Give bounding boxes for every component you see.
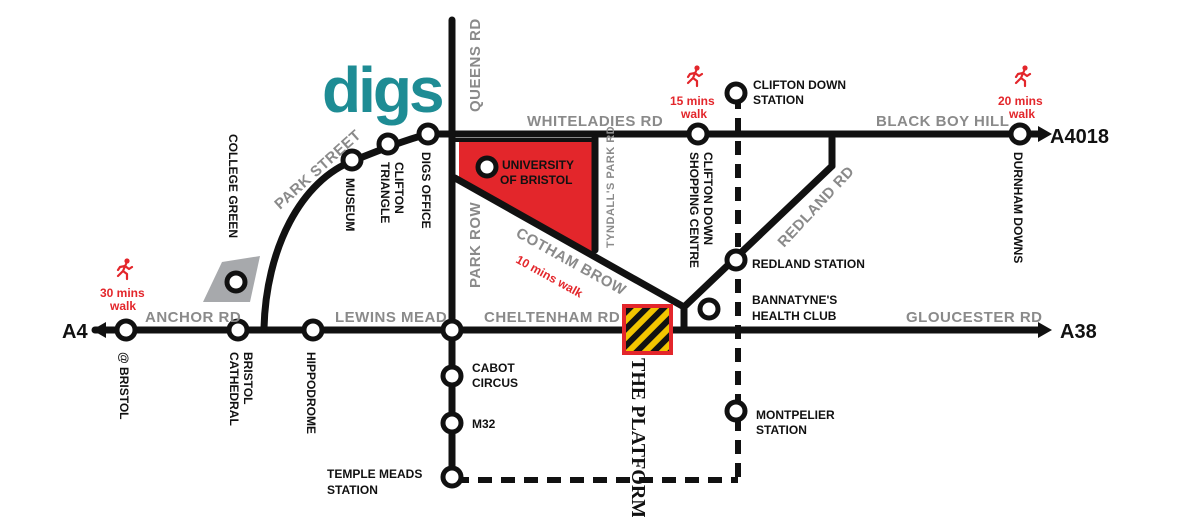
arrow-icon — [92, 322, 106, 338]
label-montpelier-2: STATION — [756, 423, 807, 437]
road-label-lewins-mead: LEWINS MEAD — [335, 309, 447, 326]
label-clifton-down-sc-1: CLIFTON DOWN — [701, 152, 715, 245]
road-label-anchor: ANCHOR RD — [145, 309, 241, 326]
label-museum: MUSEUM — [343, 178, 357, 231]
station-marker-icon[interactable] — [301, 318, 325, 342]
station-marker-icon[interactable] — [224, 270, 248, 294]
station-marker-icon[interactable] — [724, 248, 748, 272]
hatched-platform-icon[interactable] — [622, 304, 673, 355]
walking-person-icon — [116, 257, 134, 281]
walk-20-line2: walk — [1008, 107, 1035, 121]
label-at-bristol: @ BRISTOL — [117, 352, 131, 419]
station-marker-icon[interactable] — [440, 411, 464, 435]
station-marker-icon[interactable] — [340, 148, 364, 172]
station-marker-icon[interactable] — [686, 122, 710, 146]
road-label-tyndalls: TYNDALL'S PARK RD — [605, 126, 617, 248]
label-temple-meads-1: TEMPLE MEADS — [327, 467, 422, 481]
walk-30-line2: walk — [109, 299, 136, 313]
label-university-2: OF BRISTOL — [500, 173, 572, 187]
road-cotham-brow — [451, 174, 688, 311]
label-digs-office: DIGS OFFICE — [419, 152, 433, 229]
station-marker-icon[interactable] — [376, 132, 400, 156]
station-marker-icon[interactable] — [724, 81, 748, 105]
walk-30-line1: 30 mins — [100, 286, 145, 300]
route-a4: A4 — [62, 321, 88, 343]
station-marker-icon[interactable] — [440, 465, 464, 489]
road-park-street — [260, 130, 456, 332]
label-m32: M32 — [472, 417, 496, 431]
label-hippodrome: HIPPODROME — [304, 352, 318, 434]
label-durdham-downs: DURNHAM DOWNS — [1011, 152, 1025, 263]
label-the-platform: THE PLATFORM — [627, 358, 649, 517]
label-bannatynes-2: HEALTH CLUB — [752, 309, 837, 323]
route-a38: A38 — [1060, 321, 1097, 343]
station-marker-icon[interactable] — [114, 318, 138, 342]
station-marker-icon[interactable] — [416, 122, 440, 146]
walk-15-line2: walk — [680, 107, 707, 121]
walking-person-icon — [686, 64, 704, 88]
station-marker-icon[interactable] — [440, 364, 464, 388]
road-redland-diag — [680, 162, 836, 311]
road-label-park-row: PARK ROW — [467, 201, 484, 288]
label-clifton-triangle-1: CLIFTON — [392, 162, 406, 214]
label-montpelier-1: MONTPELIER — [756, 408, 835, 422]
railway-dashed — [455, 95, 741, 483]
label-redland-station: REDLAND STATION — [752, 257, 865, 271]
label-cabot-circus-2: CIRCUS — [472, 376, 518, 390]
roads — [91, 16, 1044, 484]
road-label-gloucester: GLOUCESTER RD — [906, 309, 1043, 326]
station-markers — [114, 81, 1032, 489]
label-bristol-cathedral-2: CATHEDRAL — [227, 352, 241, 426]
walk-20-line1: 20 mins — [998, 94, 1043, 108]
label-college-green: COLLEGE GREEN — [226, 134, 240, 238]
brand-logo: digs — [322, 54, 442, 126]
label-bristol-cathedral-1: BRISTOL — [241, 352, 255, 404]
station-marker-icon[interactable] — [697, 297, 721, 321]
station-marker-icon[interactable] — [475, 155, 499, 179]
road-label-queens: QUEENS RD — [467, 18, 484, 112]
label-clifton-down-station-2: STATION — [753, 93, 804, 107]
label-bannatynes-1: BANNATYNE'S — [752, 293, 837, 307]
label-clifton-down-station-1: CLIFTON DOWN — [753, 78, 846, 92]
road-label-black-boy-hill: BLACK BOY HILL — [876, 113, 1009, 130]
route-a4018: A4018 — [1050, 126, 1109, 148]
label-cabot-circus-1: CABOT — [472, 361, 515, 375]
arrow-icon — [1038, 126, 1052, 142]
arrow-icon — [1038, 322, 1052, 338]
label-university-1: UNIVERSITY — [502, 158, 574, 172]
label-temple-meads-2: STATION — [327, 483, 378, 497]
label-clifton-triangle-2: TRIANGLE — [378, 162, 392, 223]
walking-person-icon — [1014, 64, 1032, 88]
label-clifton-down-sc-2: SHOPPING CENTRE — [687, 152, 701, 268]
station-marker-icon[interactable] — [226, 318, 250, 342]
walk-15-line1: 15 mins — [670, 94, 715, 108]
road-label-cheltenham: CHELTENHAM RD — [484, 309, 620, 326]
station-marker-icon[interactable] — [724, 399, 748, 423]
road-label-whiteladies: WHITELADIES RD — [527, 113, 663, 130]
station-marker-icon[interactable] — [440, 318, 464, 342]
station-marker-icon[interactable] — [1008, 122, 1032, 146]
